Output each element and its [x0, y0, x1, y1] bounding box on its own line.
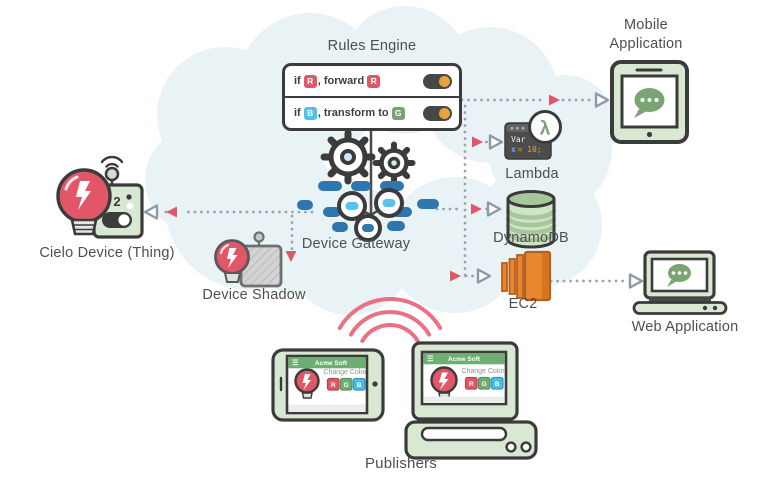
device-gateway-icon — [297, 181, 439, 242]
rule-keyword: if — [294, 75, 301, 87]
red-arrowhead — [450, 270, 461, 282]
ec2-label: EC2 — [508, 296, 538, 312]
antenna-icon — [104, 166, 120, 182]
device-shadow-icon — [214, 231, 283, 288]
rule-toggle[interactable] — [423, 73, 452, 89]
open-arrowhead — [628, 273, 644, 289]
lightning-icon — [76, 181, 91, 210]
connectors — [143, 92, 644, 289]
web-application-icon — [632, 250, 728, 315]
rule-keyword: if — [294, 107, 301, 119]
r-button[interactable] — [326, 377, 340, 391]
svg-text:G: G — [344, 382, 349, 389]
b-button[interactable] — [490, 376, 504, 390]
lambda-icon: Var x = 10; λ — [504, 110, 562, 160]
device-shadow-label: Device Shadow — [202, 287, 306, 303]
open-arrowhead — [486, 201, 502, 217]
dynamodb-label: DynamoDB — [493, 230, 569, 246]
red-arrowhead — [471, 203, 482, 215]
app-title: Acme Soft — [448, 356, 481, 363]
dynamodb-icon — [505, 190, 557, 249]
app-header — [288, 357, 366, 369]
menu-icon — [427, 355, 433, 362]
web-application-label: Web Application — [631, 319, 739, 335]
device-gateway-label: Device Gateway — [301, 236, 411, 252]
red-arrowhead — [472, 136, 483, 148]
g-button[interactable] — [339, 377, 353, 391]
mobile-application-icon — [610, 60, 689, 144]
condition-badge: B — [303, 106, 317, 120]
open-arrowhead — [594, 92, 610, 108]
code-value: = 10; — [518, 145, 542, 154]
open-arrowhead — [488, 134, 504, 150]
lambda-symbol: λ — [540, 119, 551, 140]
wifi-icon — [100, 155, 124, 164]
open-arrowhead — [143, 204, 159, 220]
red-arrowhead — [166, 206, 177, 218]
rule-row-transform: if B , transform to G — [285, 98, 459, 128]
open-arrowhead — [476, 268, 492, 284]
svg-text:R: R — [331, 382, 336, 389]
device-counter: 2 — [113, 194, 120, 209]
publishers-label: Publishers — [364, 455, 438, 472]
rule-row-forward: if R , forward R — [285, 66, 459, 98]
rules-engine-label: Rules Engine — [327, 38, 417, 54]
svg-text:R: R — [469, 381, 474, 388]
code-keyword: Var — [511, 135, 526, 144]
red-arrowhead — [285, 251, 297, 262]
r-button[interactable] — [464, 376, 478, 390]
cielo-device-icon: 2 — [56, 155, 144, 239]
camera-dot — [372, 381, 378, 387]
mobile-application-label: Mobile Application — [609, 17, 683, 52]
cielo-device-label: Cielo Device (Thing) — [39, 245, 175, 261]
home-button — [646, 131, 653, 138]
publisher-phone-icon: Acme Soft Change Color R G B — [271, 348, 385, 422]
result-badge: G — [391, 106, 405, 120]
ec2-icon — [501, 250, 552, 302]
app-title: Acme Soft — [315, 360, 348, 367]
gears-icon — [320, 129, 416, 185]
b-button[interactable] — [352, 377, 366, 391]
g-button[interactable] — [477, 376, 491, 390]
menu-icon — [292, 359, 298, 366]
lightning-icon — [227, 248, 238, 268]
rule-toggle[interactable] — [423, 105, 452, 121]
result-badge: R — [367, 74, 381, 88]
lambda-label: Lambda — [505, 166, 559, 182]
app-action-label: Change Color — [461, 368, 505, 375]
svg-text:B: B — [357, 382, 362, 389]
code-var: x — [511, 145, 516, 154]
wifi-signal-icon — [337, 297, 443, 343]
red-arrowhead — [549, 94, 560, 106]
app-action-label: Change Color — [323, 369, 367, 376]
app-header — [423, 353, 505, 365]
bulb-socket — [70, 218, 98, 236]
rule-action-text: , forward — [317, 75, 365, 87]
publisher-laptop-icon: Acme Soft Change Color R G B — [404, 341, 538, 460]
rules-engine-box: if R , forward R if B , transform to G — [282, 63, 462, 131]
svg-text:B: B — [495, 381, 500, 388]
svg-text:G: G — [482, 381, 487, 388]
condition-badge: R — [303, 74, 317, 88]
rule-action-text: , transform to — [317, 107, 389, 119]
